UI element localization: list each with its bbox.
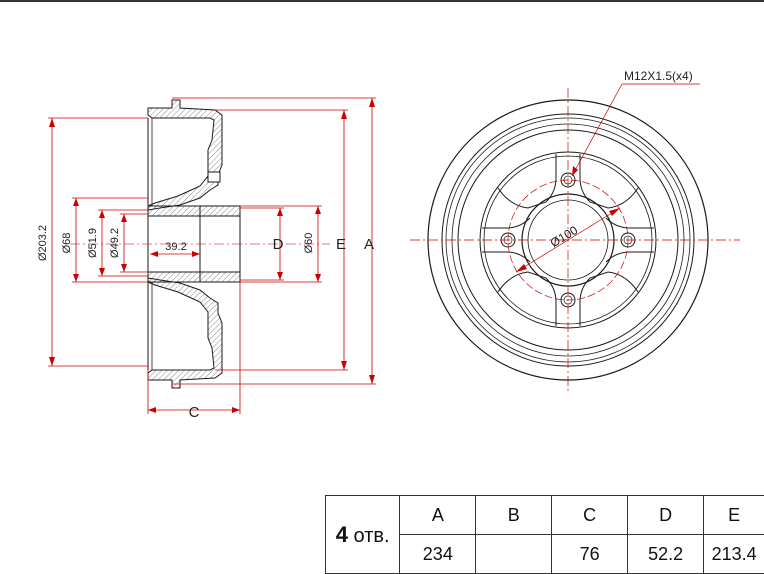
thread-callout: M12X1.5(x4)	[624, 69, 693, 83]
dim-bore-49: Ø49.2	[109, 228, 121, 258]
value-d: 52.2	[628, 535, 704, 574]
value-b	[476, 535, 552, 574]
dim-label-d: D	[273, 236, 284, 253]
hub-section-upper	[148, 206, 240, 216]
value-a: 234	[400, 535, 476, 574]
dim-hub-outer-diameter: Ø68	[61, 233, 73, 254]
stud-notch	[208, 172, 220, 182]
dim-bore-51: Ø51.9	[87, 228, 99, 258]
spec-table-header-row: 4 отв. A B C D E	[326, 496, 764, 535]
section-hatch-upper	[148, 100, 222, 210]
dim-hub-depth: 39.2	[165, 241, 186, 253]
holes-label: отв.	[348, 525, 390, 547]
header-b: B	[476, 496, 552, 535]
header-c: C	[552, 496, 628, 535]
holes-count: 4	[336, 522, 348, 547]
dim-pilot-diameter: Ø60	[303, 233, 315, 254]
section-hatch-lower	[148, 278, 222, 388]
dim-label-a: A	[364, 236, 374, 253]
dim-label-e: E	[336, 236, 346, 253]
header-a: A	[400, 496, 476, 535]
value-c: 76	[552, 535, 628, 574]
dim-drum-diameter: Ø203.2	[37, 225, 49, 261]
spec-table: 4 отв. A B C D E 234 76 52.2 213.4	[325, 495, 764, 574]
side-view: Ø203.2 Ø68 Ø51.9 Ø49.2 39.2 D Ø60 E A C	[37, 98, 376, 421]
dim-label-c: C	[189, 404, 200, 421]
bolt-circle-diameter: Ø100	[548, 223, 581, 250]
hub-section-lower	[148, 272, 240, 282]
holes-count-cell: 4 отв.	[326, 496, 400, 574]
value-e: 213.4	[704, 535, 764, 574]
header-d: D	[628, 496, 704, 535]
header-e: E	[704, 496, 764, 535]
